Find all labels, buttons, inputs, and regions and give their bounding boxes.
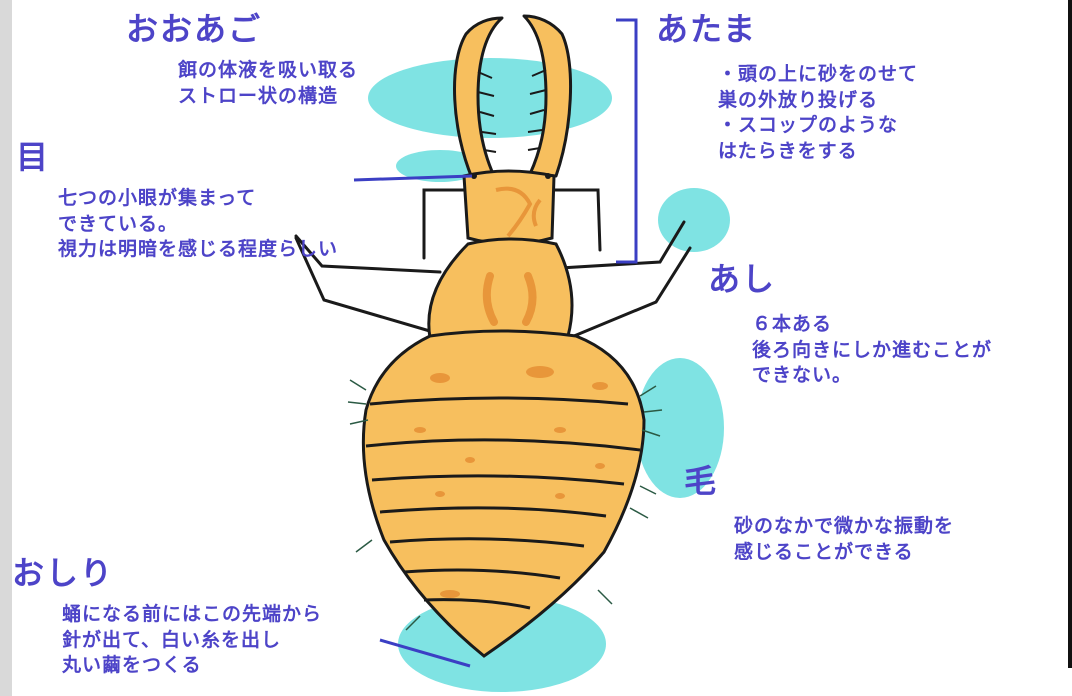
- highlight-leg: [658, 188, 730, 252]
- oshiri-desc: 蛹になる前にはこの先端から 針が出て、白い糸を出し 丸い繭をつくる: [62, 602, 322, 679]
- ke-desc: 砂のなかで微かな振動を 感じることができる: [734, 514, 954, 565]
- ooago-title: おおあご: [126, 12, 262, 47]
- abdomen: [363, 331, 644, 656]
- ashi-desc: ６本ある 後ろ向きにしか進むことが できない。: [752, 312, 992, 389]
- ashi-title: あし: [708, 262, 776, 297]
- ke-title: 毛: [684, 464, 718, 499]
- ooago-desc: 餌の体液を吸い取る ストロー状の構造: [178, 58, 358, 109]
- atama-title: あたま: [656, 12, 757, 47]
- me-title: 目: [16, 140, 50, 175]
- atama-desc: ・頭の上に砂をのせて 巣の外放り投げる ・スコップのような はたらきをする: [718, 62, 918, 165]
- thorax: [429, 239, 572, 345]
- me-desc: 七つの小眼が集まって できている。 視力は明暗を感じる程度らしい: [58, 186, 338, 263]
- oshiri-title: おしり: [12, 556, 114, 591]
- eye-right: [545, 173, 551, 179]
- highlight-mandible: [368, 58, 612, 138]
